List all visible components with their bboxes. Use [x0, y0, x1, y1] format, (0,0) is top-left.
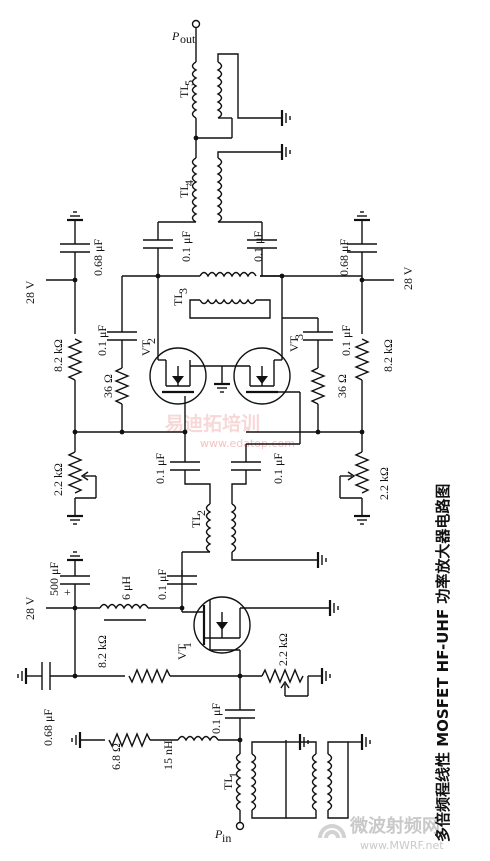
ground-symbol	[328, 600, 339, 616]
ground-symbol	[17, 668, 28, 684]
mosfet-vt1	[182, 596, 251, 676]
tl1-label: TL	[221, 775, 235, 790]
vt1-label: VT	[175, 643, 189, 660]
watermark-logo	[318, 824, 346, 838]
ground-symbol	[71, 732, 82, 748]
r-8p2k-right-label: 8.2 kΩ	[381, 339, 395, 372]
tl4-label-sub: 4	[182, 180, 196, 186]
r-6p8-label: 6.8 Ω	[109, 743, 123, 770]
l-15nh-label: 15 nH	[161, 740, 175, 770]
ground-symbol	[280, 144, 291, 160]
resistor-36-right	[310, 367, 326, 405]
c-500-plus: +	[64, 585, 71, 599]
r-36-right-label: 36 Ω	[335, 374, 349, 398]
tl1-transformer	[235, 740, 349, 819]
pin-label: P	[214, 827, 223, 841]
inductor-15nh	[177, 735, 219, 742]
c-068-bottom-label: 0.68 μF	[41, 709, 55, 746]
tl2-transformer	[182, 470, 300, 561]
capacitor-c-tl4a	[143, 239, 173, 249]
capacitor-500uf	[60, 575, 90, 585]
capacitor-c-vt2	[107, 331, 137, 341]
c-068-right-label: 0.68 μF	[337, 239, 351, 276]
ground-symbol	[67, 211, 83, 222]
tl4-transformer	[191, 138, 282, 223]
tl2-label: TL	[189, 513, 203, 528]
r-36-left-label: 36 Ω	[101, 374, 115, 398]
c-01-vt2-label: 0.1 μF	[95, 325, 109, 356]
tl1-label-sub: 1	[226, 772, 240, 778]
ground-symbol	[300, 552, 327, 568]
c-01-tl2a-label: 0.1 μF	[153, 453, 167, 484]
c-500-label: 500 μF	[47, 562, 61, 596]
ground-symbol	[280, 110, 291, 126]
capacitor-c-in	[225, 709, 255, 719]
pout-terminal	[191, 19, 201, 29]
capacitor-0p68-bottom	[41, 662, 51, 690]
ground-symbol	[348, 734, 371, 750]
r-8p2k-bottom-label: 8.2 kΩ	[95, 635, 109, 668]
pot-2p2k-right	[354, 451, 370, 494]
watermark-center-cn: 易迪拓培训	[165, 412, 260, 435]
resistor-36-left	[114, 367, 130, 405]
c-01-in-label: 0.1 μF	[209, 703, 223, 734]
c-068-left-label: 0.68 μF	[91, 239, 105, 276]
tl3-label-sub: 3	[176, 288, 190, 294]
resistor-8p2k-bottom	[128, 668, 171, 684]
c-01-vt3-label: 0.1 μF	[339, 325, 353, 356]
vt1-label-sub: 1	[180, 642, 194, 648]
vt3-label-sub: 3	[292, 334, 306, 340]
v28-right-label: 28 V	[401, 266, 415, 290]
c-01-tl4a-label: 0.1 μF	[179, 231, 193, 262]
pot-2p2k-bottom	[261, 668, 304, 684]
capacitor-c-tl2b	[231, 461, 261, 471]
ground-symbol	[286, 734, 309, 750]
vt2-label: VT	[139, 339, 153, 356]
figure-caption: 多倍频程线性 MOSFET HF-UHF 功率放大器电路图	[434, 484, 452, 842]
watermark-corner-url: www.MWRF.net	[360, 839, 444, 852]
capacitor-0p68-right	[347, 243, 377, 253]
pin-terminal	[235, 821, 245, 831]
capacitor-c-tl2a	[170, 461, 200, 471]
tl3-transformer	[189, 271, 271, 319]
resistor-8p2k-left	[67, 338, 83, 381]
tl3-label: TL	[171, 291, 185, 306]
ground-symbol	[214, 382, 230, 393]
resistor-8p2k-right	[354, 338, 370, 381]
vt2-label-sub: 2	[144, 338, 158, 344]
tl4-label: TL	[177, 183, 191, 198]
l-6uh-label: 6 μH	[119, 576, 133, 600]
pout-label: P	[171, 29, 180, 43]
inductor-6uh	[99, 603, 149, 610]
mosfet-vt3	[222, 347, 291, 405]
ground-symbol	[320, 668, 331, 684]
c-01-tl2b-label: 0.1 μF	[271, 453, 285, 484]
c-01-tl4b-label: 0.1 μF	[251, 231, 265, 262]
pot-2p2k-left	[67, 451, 83, 494]
pot-2p2k-bottom-label: 2.2 kΩ	[276, 633, 290, 666]
ground-symbol	[354, 211, 370, 222]
ground-symbol	[354, 514, 370, 525]
c-01-vt1-label: 0.1 μF	[155, 569, 169, 600]
pin-label-sub: in	[222, 831, 231, 845]
ground-symbol	[67, 551, 83, 562]
r-8p2k-left-label: 8.2 kΩ	[51, 339, 65, 372]
ground-symbol	[67, 514, 83, 525]
pot-2p2k-left-label: 2.2 kΩ	[51, 463, 65, 496]
tl5-label-sub: 5	[182, 80, 196, 86]
tl5-transformer	[191, 36, 282, 138]
pout-label-sub: out	[180, 32, 196, 46]
mosfet-vt2	[149, 347, 222, 405]
pot-2p2k-right-label: 2.2 kΩ	[377, 467, 391, 500]
vt3-label: VT	[287, 335, 301, 352]
capacitor-c-vt3	[303, 331, 333, 341]
v28-left-label: 28 V	[23, 280, 37, 304]
tl5-label: TL	[177, 83, 191, 98]
watermark-corner-cn: 微波射频网	[349, 815, 440, 837]
v28-bottom-label: 28 V	[23, 596, 37, 620]
tl2-label-sub: 2	[194, 510, 208, 516]
resistor-6p8	[108, 732, 151, 748]
capacitor-0p68-left	[60, 243, 90, 253]
